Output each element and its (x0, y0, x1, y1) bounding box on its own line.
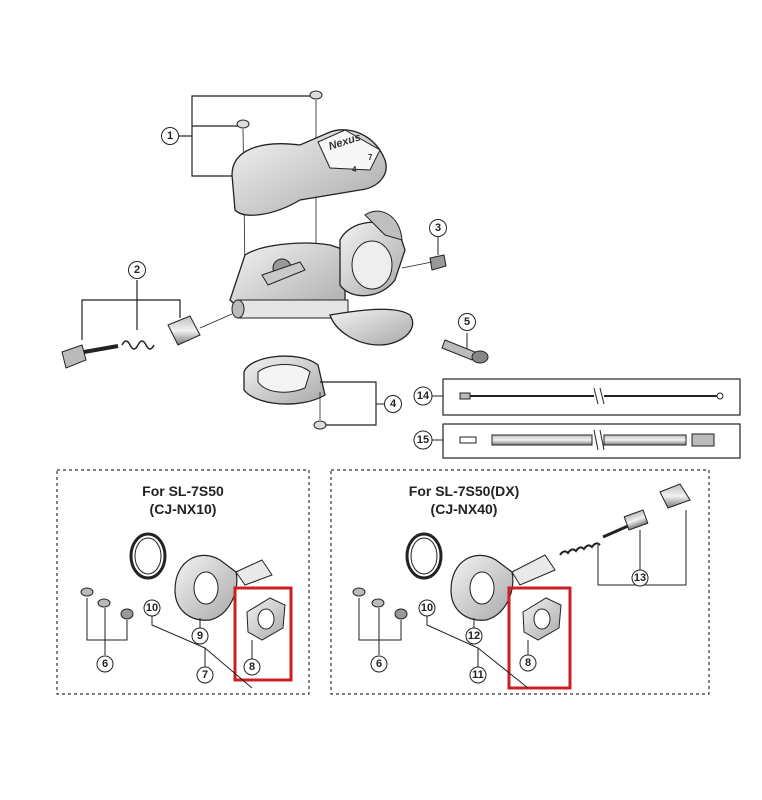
panel-right-callout-13: 13 (631, 569, 649, 587)
panel-right-adjuster (559, 483, 691, 586)
callout-5: 5 (458, 313, 476, 331)
panel-right-callout-6: 6 (370, 655, 388, 673)
svg-text:8: 8 (525, 657, 531, 669)
callout-2: 2 (128, 261, 146, 279)
panel-left-title-line1: For SL-7S50 (142, 483, 224, 499)
svg-text:7: 7 (202, 669, 208, 681)
gear-mark-4: 4 (352, 165, 357, 174)
panel-left-callout-6: 6 (96, 655, 114, 673)
callout-1-bracket (177, 95, 316, 177)
svg-text:14: 14 (417, 390, 430, 402)
outer-casing-box (432, 423, 741, 459)
panel-right-title-line1: For SL-7S50(DX) (409, 483, 519, 499)
panel-left-callout-9: 9 (191, 627, 209, 645)
svg-text:9: 9 (197, 630, 203, 642)
panel-right-callout-12: 12 (465, 627, 483, 645)
svg-text:1: 1 (167, 130, 173, 142)
svg-text:15: 15 (417, 434, 429, 446)
panel-right-callout-10: 10 (418, 599, 436, 617)
callout-14: 14 (413, 386, 433, 406)
svg-text:8: 8 (249, 661, 255, 673)
clamp-bolt (441, 333, 489, 364)
panel-left-highlight-box (233, 586, 293, 682)
callout-1: 1 (161, 127, 179, 145)
panel-left-callout-8: 8 (243, 658, 261, 676)
svg-text:10: 10 (421, 602, 433, 614)
panel-left-small-parts (80, 587, 134, 655)
panel-right-highlight-box (507, 586, 572, 690)
barrel-nut (401, 233, 447, 271)
panel-right-callout-11: 11 (469, 666, 487, 684)
panel-right: For SL-7S50(DX) (CJ-NX40) 10 (330, 469, 710, 695)
svg-text:11: 11 (472, 669, 484, 681)
panel-right-title-line2: (CJ-NX40) (431, 501, 498, 517)
svg-text:12: 12 (468, 630, 480, 642)
shifter-body (229, 210, 414, 346)
shifter-cover: Nexus 4 7 (231, 129, 387, 216)
panel-left-callout-7: 7 (196, 666, 214, 684)
inner-cable-box (432, 378, 741, 416)
svg-text:4: 4 (390, 398, 397, 410)
svg-text:13: 13 (634, 572, 646, 584)
svg-text:6: 6 (102, 658, 108, 670)
callout-15: 15 (413, 430, 433, 450)
panel-left-callout-10: 10 (143, 599, 161, 617)
callout-3: 3 (429, 219, 447, 237)
panel-right-small-parts (352, 587, 408, 655)
panel-right-callout-8: 8 (519, 654, 537, 672)
svg-text:6: 6 (376, 658, 382, 670)
panel-left-title-line2: (CJ-NX10) (150, 501, 217, 517)
svg-text:5: 5 (464, 316, 470, 328)
svg-text:2: 2 (134, 264, 140, 276)
svg-text:3: 3 (435, 222, 441, 234)
panel-left: For SL-7S50 (CJ-NX10) 10 9 7 6 8 (56, 469, 310, 695)
svg-text:10: 10 (146, 602, 158, 614)
gear-mark-7: 7 (368, 153, 373, 162)
callout-4: 4 (384, 395, 402, 413)
lower-cover (243, 355, 386, 430)
adjuster-assembly (61, 280, 233, 369)
